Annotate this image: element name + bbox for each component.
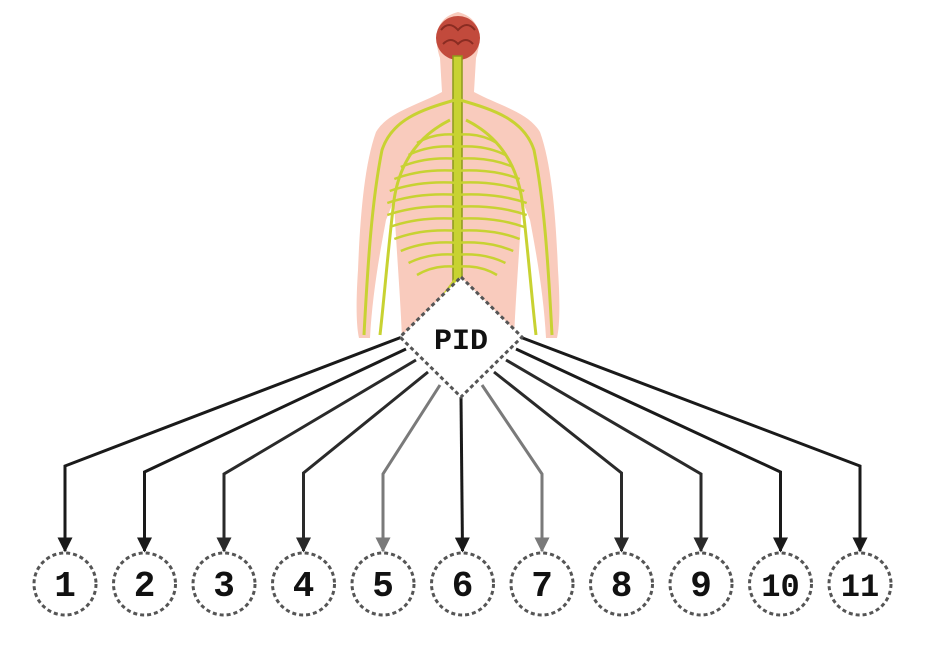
output-node-1: 1	[32, 551, 98, 617]
connector-2	[137, 347, 407, 553]
output-node-label: 11	[841, 569, 879, 606]
output-node-circle	[430, 551, 495, 617]
output-node-label: 4	[293, 566, 315, 607]
output-node-circle	[589, 551, 654, 617]
output-node-2: 2	[112, 551, 177, 617]
output-node-circle	[748, 551, 813, 617]
output-node-7: 7	[509, 551, 575, 617]
output-node-circle	[112, 551, 177, 617]
output-node-circle	[191, 551, 257, 617]
connector-6	[454, 396, 470, 553]
output-node-label: 6	[452, 566, 474, 607]
output-node-label: 3	[213, 566, 235, 607]
pid-controller: PID	[397, 274, 525, 400]
output-node-circle	[350, 551, 416, 617]
output-node-5: 5	[350, 551, 416, 617]
output-node-label: 10	[761, 569, 799, 606]
output-node-label: 8	[611, 566, 633, 607]
output-node-circle	[32, 551, 98, 617]
connector-3	[216, 358, 417, 553]
output-node-circle	[509, 551, 575, 617]
output-node-11: 11	[827, 551, 893, 617]
output-node-10: 10	[748, 551, 813, 617]
connector-7	[480, 384, 550, 553]
output-node-label: 9	[690, 566, 712, 607]
output-node-4: 4	[271, 551, 336, 617]
connector-4	[296, 370, 429, 553]
output-node-circle	[668, 551, 734, 617]
output-node-8: 8	[589, 551, 654, 617]
connector-9	[505, 358, 709, 553]
output-node-6: 6	[430, 551, 495, 617]
output-node-9: 9	[668, 551, 734, 617]
pid-label: PID	[434, 325, 488, 359]
output-node-3: 3	[191, 551, 257, 617]
output-node-label: 7	[531, 566, 553, 607]
connector-5	[375, 384, 442, 553]
connector-8	[493, 370, 629, 553]
output-node-circle	[271, 551, 336, 617]
output-node-label: 1	[54, 566, 76, 607]
output-node-label: 2	[134, 566, 156, 607]
connector-11	[519, 335, 868, 553]
connector-1	[57, 335, 403, 553]
connector-10	[515, 347, 788, 553]
output-node-label: 5	[372, 566, 394, 607]
output-node-circle	[827, 551, 893, 617]
